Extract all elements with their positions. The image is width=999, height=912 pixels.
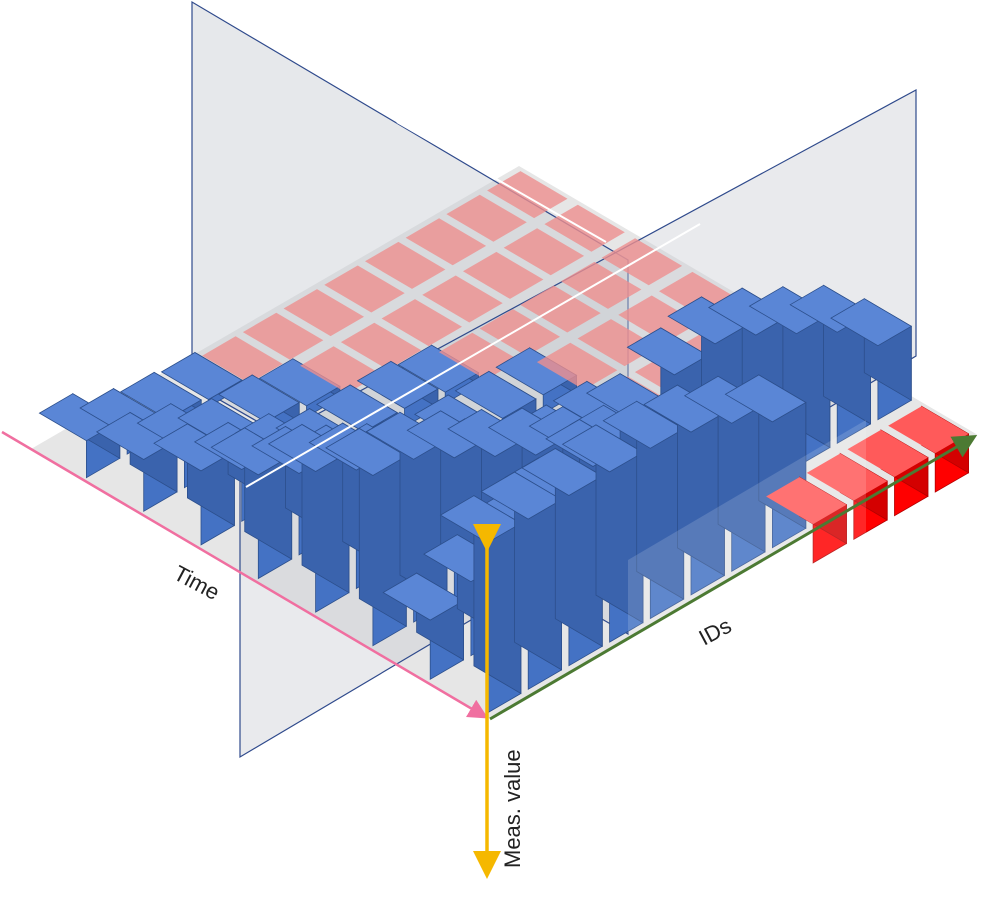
bar — [577, 319, 658, 367]
bar — [95, 411, 178, 512]
bar-face-top — [446, 194, 527, 242]
axes-layer — [1, 430, 978, 879]
plane-overlay — [628, 420, 866, 668]
bar-face-top — [120, 371, 202, 420]
plane-front-layer — [245, 121, 866, 668]
bar-face-top — [258, 358, 341, 407]
bar-face-top — [544, 204, 625, 252]
bar — [544, 204, 625, 252]
bar-face-top — [242, 312, 324, 360]
bar-face-top — [340, 322, 422, 370]
bar — [643, 384, 726, 596]
bars-layer — [38, 171, 969, 714]
bar-face-top — [888, 406, 969, 454]
bar — [602, 400, 685, 620]
bar-face-top — [381, 299, 462, 347]
bar-face-top — [325, 428, 408, 476]
bar-face-top — [160, 352, 243, 400]
bar-face-top — [503, 228, 585, 276]
bar-face-top — [316, 384, 398, 433]
bar — [382, 572, 465, 680]
bar-face-top — [397, 344, 480, 393]
bar-face-top — [830, 298, 913, 347]
bar-face-top — [324, 265, 405, 313]
bar-face-top — [479, 309, 560, 357]
bar — [618, 295, 699, 343]
bar-face-top — [766, 477, 847, 525]
bar-face-top — [356, 360, 439, 409]
bar — [806, 452, 888, 540]
bar-face-top — [283, 289, 364, 337]
bar-face-top — [521, 448, 604, 496]
bar — [422, 275, 503, 323]
bar-face-top — [847, 429, 928, 477]
bar — [365, 241, 446, 289]
bar — [479, 309, 560, 357]
bar — [830, 298, 913, 421]
bar-face-top — [382, 572, 465, 621]
bar — [446, 194, 527, 242]
bar — [340, 322, 422, 370]
bar-face-top — [602, 400, 685, 449]
bar-face-top — [463, 251, 544, 299]
bar-face-top — [643, 384, 726, 433]
bar — [267, 423, 350, 613]
bar — [766, 476, 847, 564]
bar-face-top — [365, 241, 446, 289]
bar-face-top — [218, 374, 300, 423]
bar — [487, 171, 568, 219]
bar-face-top — [667, 296, 750, 345]
bar — [242, 312, 324, 360]
bar-face-top — [536, 342, 618, 390]
bar — [601, 238, 683, 286]
meas-value-axis-label: Meas. value — [500, 749, 525, 868]
bar-face-top — [422, 275, 503, 323]
bar — [405, 218, 487, 266]
bar-face-top — [806, 453, 888, 501]
bar — [381, 299, 462, 347]
bar-face-top — [487, 171, 568, 219]
bar — [521, 447, 604, 667]
bar-face-top — [454, 370, 537, 419]
bar-face-top — [202, 336, 283, 384]
bar-face-top — [626, 327, 709, 376]
bar — [283, 289, 364, 337]
bar-face-top — [577, 319, 658, 367]
bar-face-top — [495, 347, 578, 396]
bar-face-top — [561, 424, 644, 473]
bar — [324, 265, 405, 313]
bar-face-top — [601, 238, 683, 286]
bar-face-top — [405, 218, 487, 266]
bar — [356, 360, 439, 428]
bar — [503, 228, 585, 276]
time-axis-label: Time — [170, 560, 224, 605]
bar — [561, 424, 644, 643]
ids-axis-arrow — [489, 434, 978, 721]
bar — [847, 429, 929, 517]
bar-face-top — [724, 374, 807, 423]
bar-face-top — [561, 261, 642, 309]
bar-face-top — [618, 295, 699, 343]
bar — [202, 336, 283, 384]
bar — [561, 261, 642, 309]
bar-face-top — [480, 471, 563, 520]
bar — [520, 285, 601, 333]
bar — [536, 342, 618, 390]
bar — [463, 251, 544, 299]
bar — [683, 375, 766, 572]
bar — [210, 427, 293, 580]
time-axis-arrow — [1, 430, 489, 719]
cut-line-time — [396, 121, 607, 243]
cut-line-id — [245, 223, 701, 488]
bar-face-top — [520, 285, 601, 333]
